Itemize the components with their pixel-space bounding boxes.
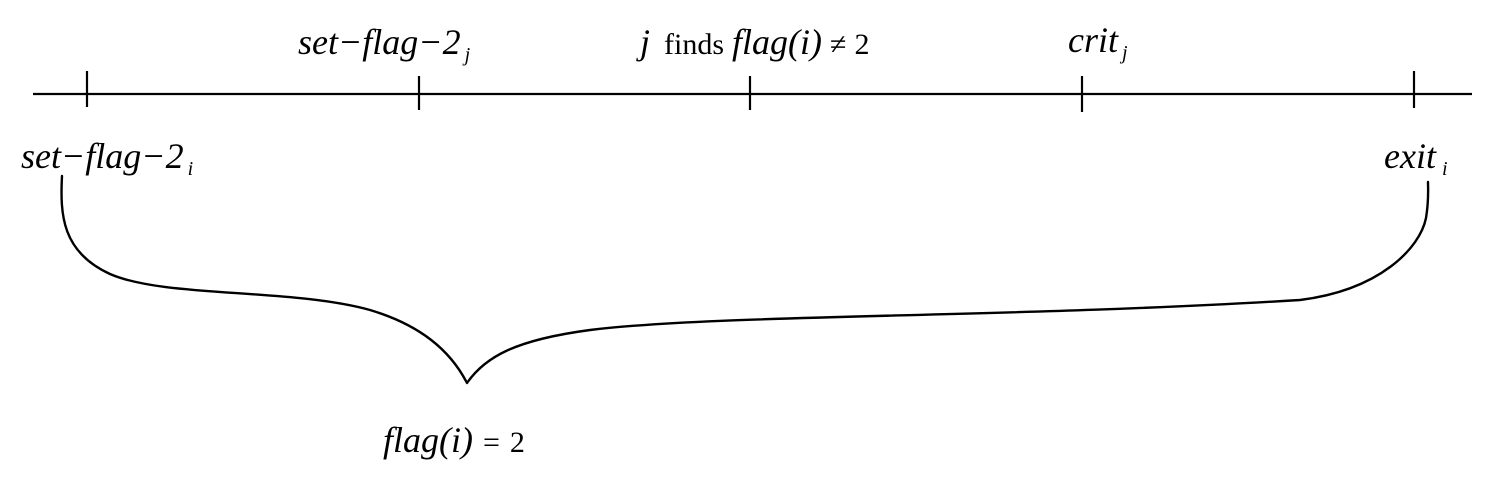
- label-crit-j-base: crit: [1068, 20, 1119, 60]
- curly-brace: [60, 174, 1430, 385]
- label-j-finds-op: ≠: [830, 28, 846, 61]
- label-set-flag-2-i-sub: i: [188, 158, 194, 180]
- label-j-finds-expr: flag(i): [732, 22, 822, 62]
- label-j-finds-value: 2: [854, 28, 869, 61]
- label-j-finds-var: j: [636, 22, 650, 62]
- label-set-flag-2-j-base: set−flag−2: [298, 22, 461, 62]
- label-crit-j-sub: j: [1119, 42, 1128, 64]
- label-j-finds-word: finds: [664, 28, 724, 61]
- label-set-flag-2-j-sub: j: [462, 44, 471, 66]
- label-flag-i-equals-2: flag(i) = 2: [383, 420, 525, 460]
- label-exit-i-sub: i: [1442, 158, 1448, 180]
- label-flag-op: =: [483, 426, 500, 459]
- label-exit-i-base: exit: [1384, 136, 1437, 176]
- label-set-flag-2-i-base: set−flag−2: [21, 136, 184, 176]
- label-flag-value: 2: [510, 426, 525, 459]
- label-flag-expr: flag(i): [383, 420, 473, 460]
